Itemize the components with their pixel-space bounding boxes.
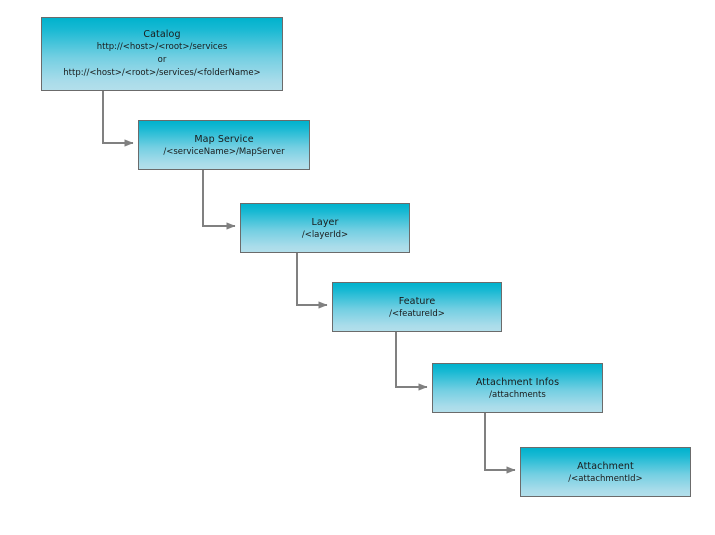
connector-catalog-to-map-service [102,91,134,147]
connector-layer-to-feature [296,253,328,309]
node-catalog-title: Catalog [143,29,181,40]
node-catalog[interactable]: Catalog http://<host>/<root>/services or… [41,17,283,91]
node-map-service[interactable]: Map Service /<serviceName>/MapServer [138,120,310,170]
node-attachment-infos-path: /attachments [489,389,546,400]
node-attachment-infos-title: Attachment Infos [475,376,560,388]
node-map-service-path: /<serviceName>/MapServer [163,146,285,157]
connector-map-service-to-layer [202,170,236,230]
node-attachment-infos[interactable]: Attachment Infos /attachments [432,363,603,413]
node-attachment-path: /<attachmentId> [568,473,643,484]
node-feature-path: /<featureId> [389,308,445,319]
node-catalog-url-primary: http://<host>/<root>/services [96,42,228,52]
connector-attachment-infos-to-attachment [484,413,516,474]
node-attachment-title: Attachment [577,460,634,472]
node-feature-title: Feature [398,295,436,307]
node-catalog-url-alternate: http://<host>/<root>/services/<folderNam… [63,68,261,78]
node-map-service-title: Map Service [194,133,254,145]
node-attachment[interactable]: Attachment /<attachmentId> [520,447,691,497]
node-layer[interactable]: Layer /<layerId> [240,203,410,253]
node-layer-path: /<layerId> [301,229,349,240]
connector-feature-to-attachment-infos [395,332,428,391]
node-feature[interactable]: Feature /<featureId> [332,282,502,332]
node-catalog-url-separator: or [157,55,167,65]
node-layer-title: Layer [311,216,339,228]
